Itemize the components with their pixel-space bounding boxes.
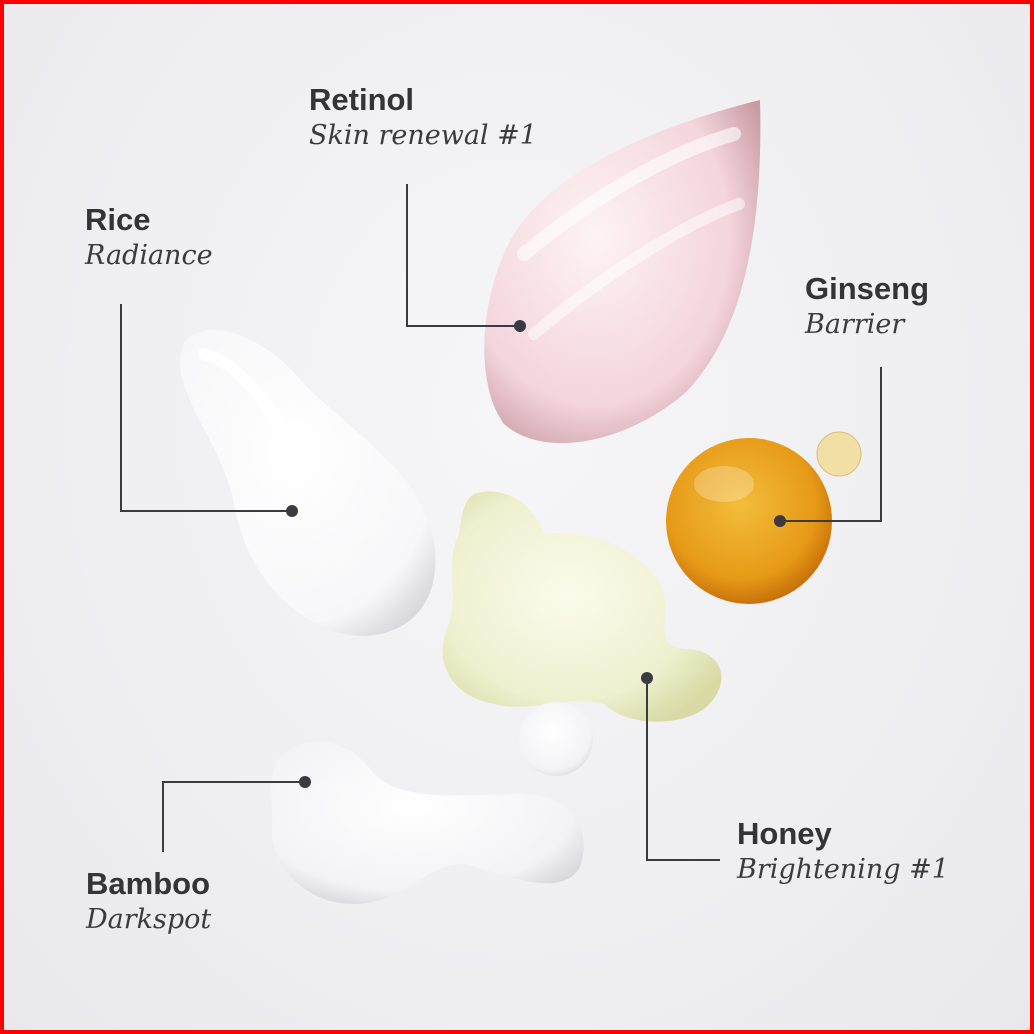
ingredient-name: Bamboo	[86, 866, 210, 901]
rice-marker	[286, 505, 298, 517]
ingredient-benefit: Radiance	[85, 240, 213, 271]
bamboo-marker	[299, 776, 311, 788]
ginseng-swatch	[666, 438, 832, 604]
ingredient-benefit: Skin renewal #1	[309, 120, 537, 151]
ingredient-name: Ginseng	[805, 271, 930, 306]
rice-label: Rice Radiance	[85, 202, 213, 274]
bamboo-swatch	[271, 741, 584, 904]
leader-lines	[120, 184, 882, 861]
rice-swatch	[179, 329, 436, 636]
retinol-label: Retinol Skin renewal #1	[309, 82, 537, 154]
ingredient-benefit: Barrier	[805, 309, 905, 340]
ingredient-benefit: Darkspot	[86, 904, 212, 935]
ingredient-benefit: Brightening #1	[737, 854, 949, 885]
bamboo-label: Bamboo Darkspot	[86, 866, 211, 938]
honey-label: Honey Brightening #1	[737, 816, 949, 888]
texture-swatches	[120, 100, 882, 904]
ginseng-label: Ginseng Barrier	[805, 271, 929, 343]
marker-dots	[286, 320, 786, 788]
ingredient-name: Retinol	[309, 82, 415, 117]
retinol-marker	[514, 320, 526, 332]
honey-marker	[641, 672, 653, 684]
honey-swatch	[442, 491, 722, 722]
ginseng-marker	[774, 515, 786, 527]
ingredient-name: Rice	[85, 202, 151, 237]
ingredient-name: Honey	[737, 816, 832, 851]
